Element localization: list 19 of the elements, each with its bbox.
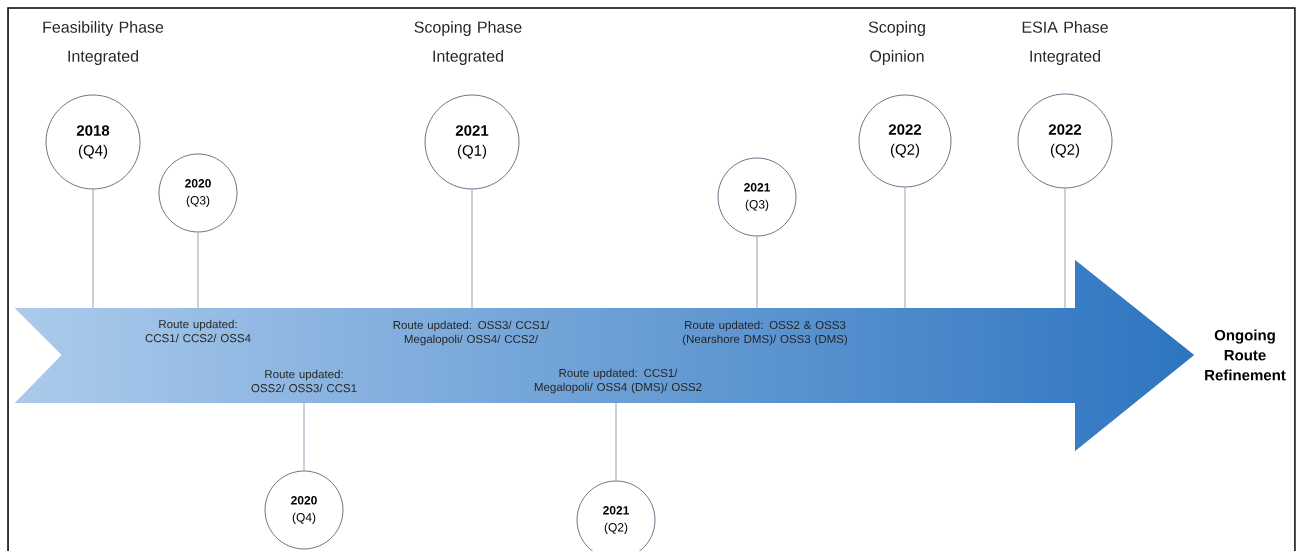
end-label: Ongoing Route Refinement — [1205, 329, 1286, 381]
route-note: Route updated: OSS3/ CCS1/ Megalopoli/ OSS4/ CCS2/ — [393, 320, 550, 346]
connector-line — [92, 188, 94, 309]
route-note: Route updated: OSS2 & OSS3 (Nearshore DMS)/ OSS3 (DMS) — [682, 320, 847, 346]
connector-line — [303, 402, 305, 472]
phase-label: ESIA Phase Integrated — [1022, 21, 1108, 65]
connector-line — [615, 402, 617, 482]
phase-label: Feasibility Phase Integrated — [43, 21, 164, 65]
phase-label: Scoping Opinion — [868, 21, 925, 65]
phase-label: Scoping Phase Integrated — [414, 21, 522, 65]
route-note: Route updated: CCS1/ CCS2/ OSS4 — [145, 319, 251, 343]
route-note: Route updated: CCS1/ Megalopoli/ OSS4 (DMS)/ OSS2 — [534, 368, 702, 394]
connector-line — [197, 231, 199, 309]
timeline-arrow — [15, 260, 1194, 451]
connector-line — [756, 235, 758, 309]
connector-line — [1064, 187, 1066, 309]
connector-line — [904, 186, 906, 309]
connector-line — [471, 188, 473, 309]
route-note: Route updated: OSS2/ OSS3/ CCS1 — [251, 369, 357, 393]
